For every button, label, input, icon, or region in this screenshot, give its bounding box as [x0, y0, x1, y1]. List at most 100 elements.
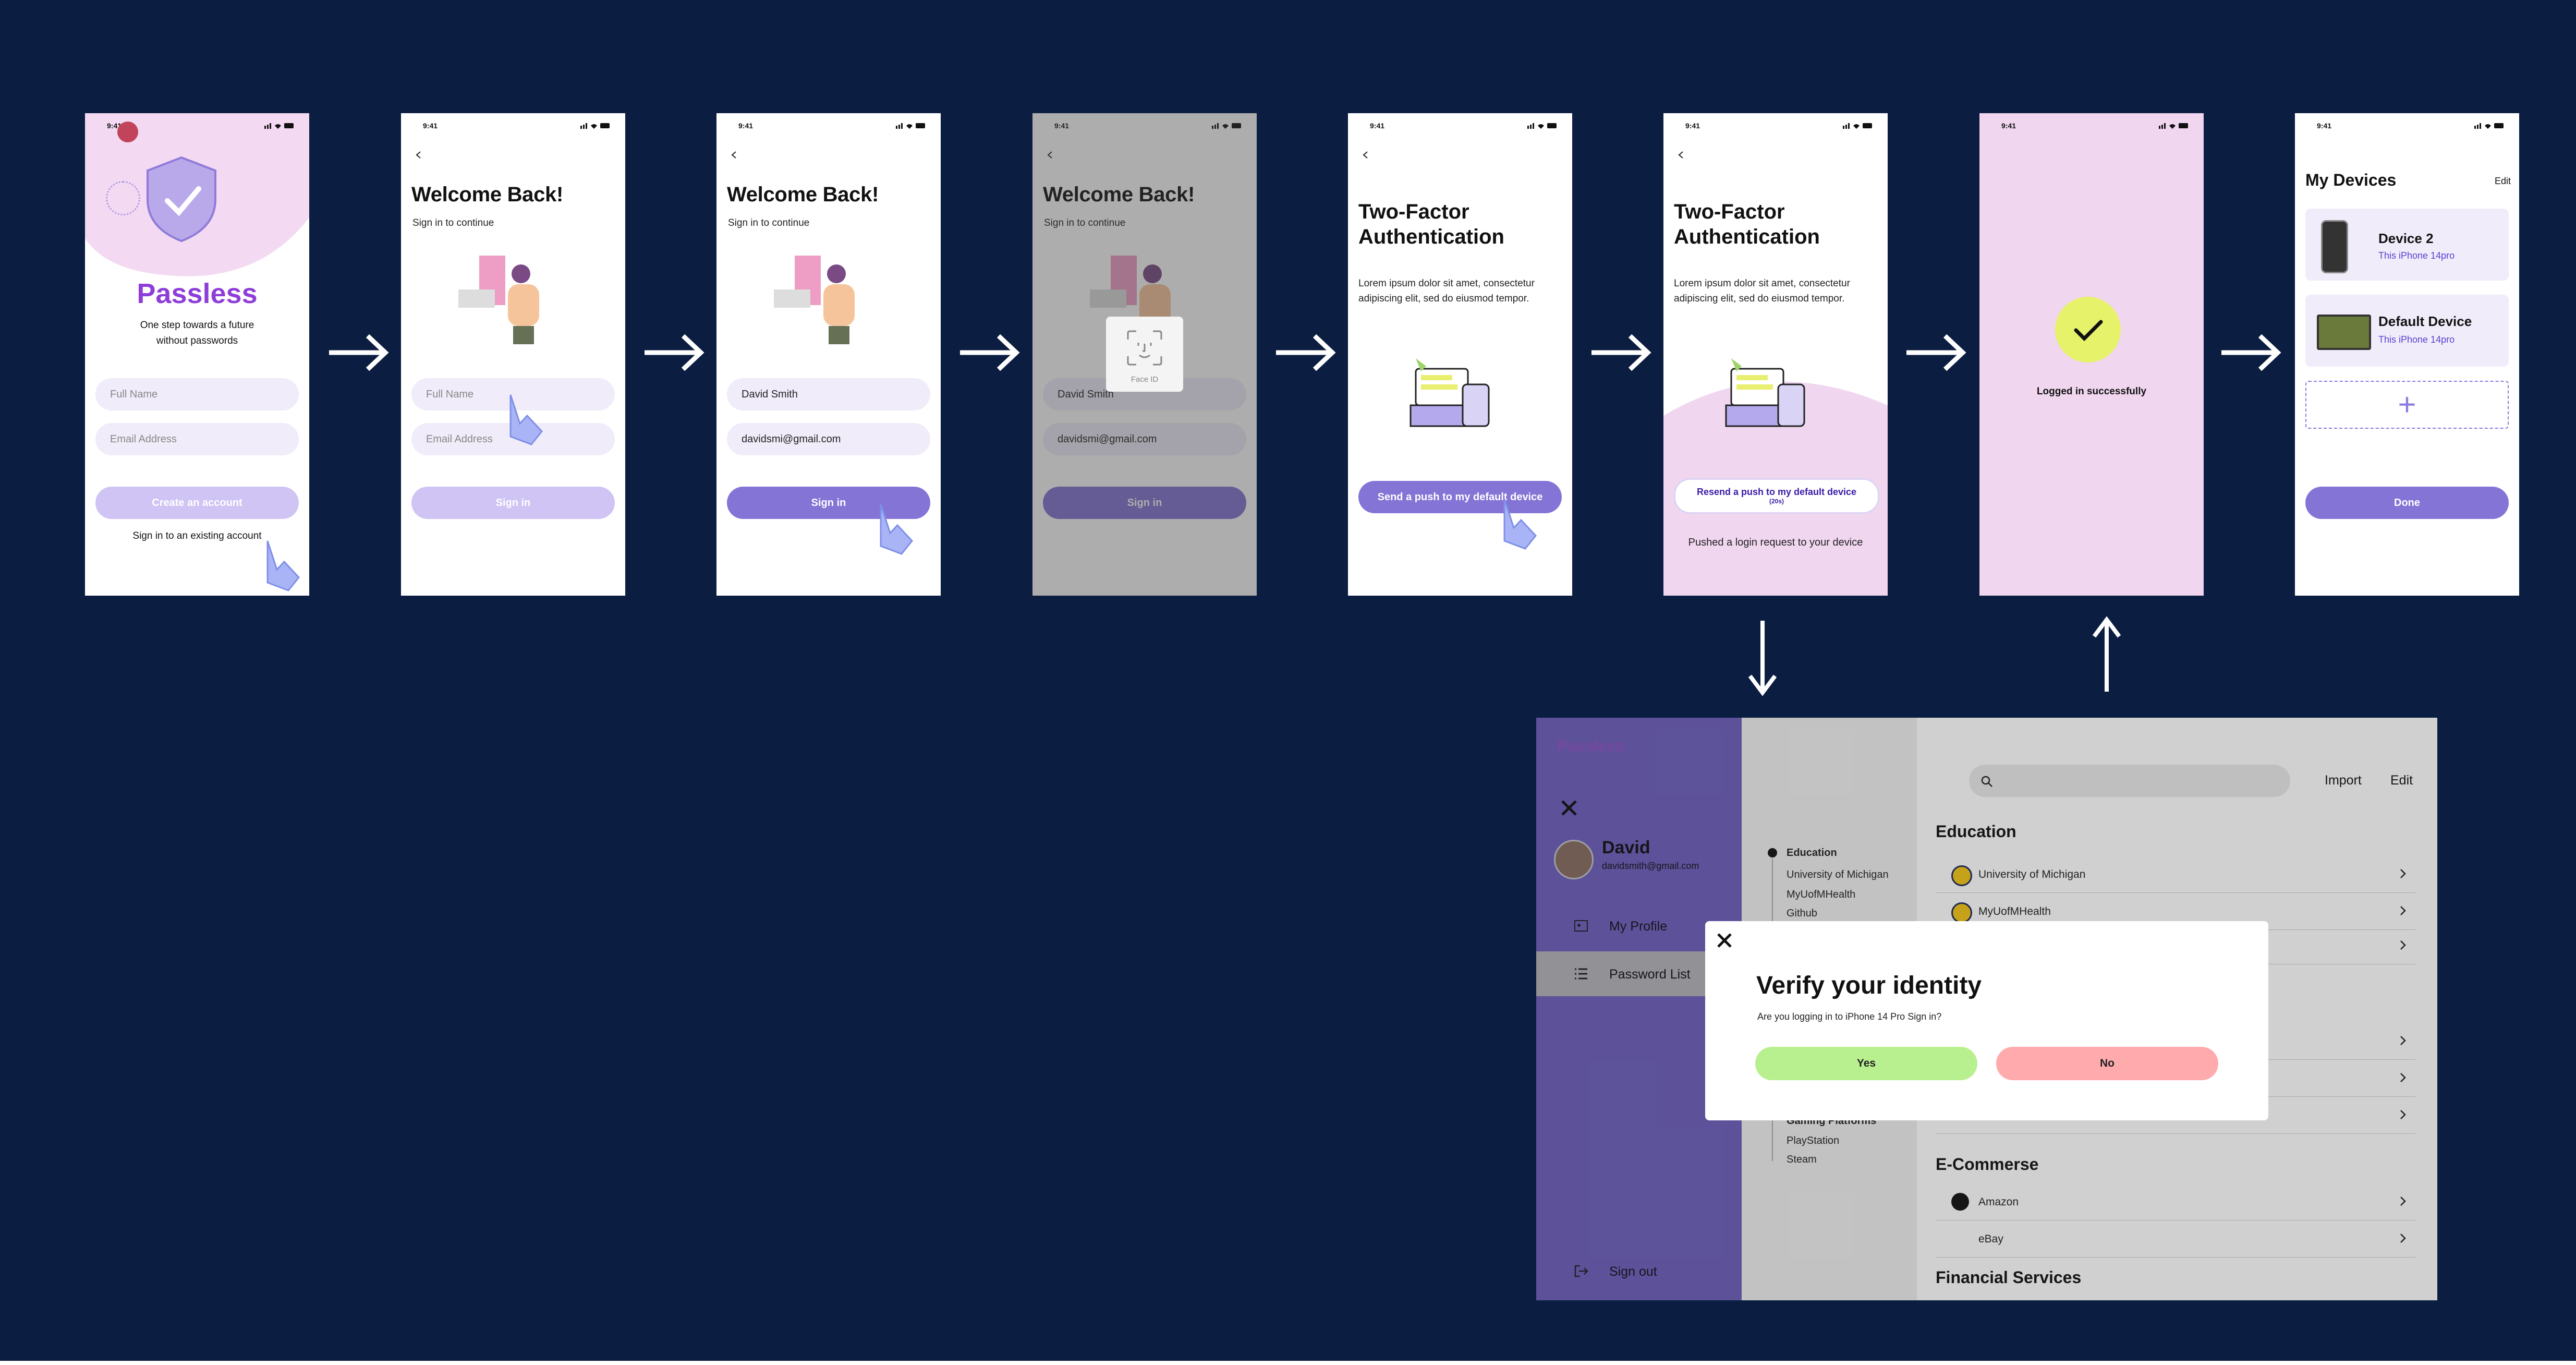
done-button[interactable]: Done: [2305, 487, 2509, 519]
flow-arrow-icon: [1276, 334, 1336, 371]
resend-timer: (20s): [1769, 498, 1784, 505]
faceid-label: Face ID: [1131, 375, 1159, 384]
fullname-placeholder: Full Name: [426, 389, 474, 400]
category-item[interactable]: University of Michigan: [1787, 869, 1889, 880]
search-icon: [1981, 776, 1992, 787]
chevron-right-icon: [2400, 1110, 2406, 1119]
person-illustration: [458, 256, 539, 344]
import-button[interactable]: Import: [2325, 773, 2362, 788]
menu-my-profile[interactable]: My Profile: [1536, 903, 1742, 948]
back-icon[interactable]: [415, 151, 423, 159]
fullname-input[interactable]: David Smith: [1043, 378, 1246, 410]
resend-label: Resend a push to my default device: [1696, 487, 1857, 497]
edit-button[interactable]: Edit: [2390, 773, 2413, 788]
back-icon[interactable]: [1362, 151, 1370, 159]
plus-icon: +: [2398, 387, 2416, 422]
signin-button[interactable]: Sign in: [411, 487, 615, 519]
body-text: Lorem ipsum dolor sit amet, consectetur …: [1674, 278, 1850, 304]
back-icon[interactable]: [1677, 151, 1685, 159]
signin-existing-link[interactable]: Sign in to an existing account: [132, 530, 262, 541]
title-line-1: Two-Factor: [1358, 200, 1469, 223]
list-item[interactable]: eBay: [1936, 1221, 2415, 1258]
laptop-device-image: [2317, 315, 2371, 350]
yes-button[interactable]: Yes: [1755, 1047, 1977, 1080]
create-account-button[interactable]: Create an account: [95, 487, 299, 519]
email-input[interactable]: Email Address: [95, 423, 299, 455]
edit-link[interactable]: Edit: [2494, 176, 2511, 186]
amazon-logo-icon: [1951, 1193, 1969, 1211]
email-input[interactable]: davidsmi@gmail.com: [727, 423, 930, 455]
device-card[interactable]: Device 2 This iPhone 14pro: [2305, 209, 2509, 281]
add-device-button[interactable]: +: [2305, 381, 2509, 429]
flow-arrow-icon: [2221, 334, 2281, 371]
category-item[interactable]: Education: [1787, 847, 1837, 859]
devices-illustration: [1409, 358, 1490, 427]
chevron-right-icon: [2400, 940, 2406, 950]
flow-arrow-up-icon: [2092, 616, 2121, 692]
device-card[interactable]: Default Device This iPhone 14pro: [2305, 295, 2509, 367]
category-item[interactable]: PlayStation: [1787, 1135, 1840, 1146]
chevron-right-icon: [2400, 906, 2406, 915]
signin-button[interactable]: Sign in: [727, 487, 930, 519]
no-button[interactable]: No: [1996, 1047, 2218, 1080]
menu-label: My Profile: [1609, 919, 1668, 934]
item-label: MyUofMHealth: [1978, 905, 2051, 917]
fullname-value: David Smith: [1058, 389, 1114, 400]
list-icon: [1575, 968, 1587, 980]
list-item[interactable]: Amazon: [1936, 1183, 2415, 1221]
faceid-icon: [1127, 330, 1162, 366]
flow-arrow-icon: [960, 334, 1020, 371]
hand-pointer-icon: [509, 394, 543, 445]
category-item[interactable]: MyUofMHealth: [1787, 889, 1856, 900]
body-text: Lorem ipsum dolor sit amet, consectetur …: [1358, 278, 1535, 304]
signin-button[interactable]: Sign in: [1043, 487, 1246, 519]
signal-wifi-battery-icon: [1212, 123, 1241, 129]
page-title: My Devices: [2305, 171, 2397, 189]
signal-wifi-battery-icon: [2474, 123, 2504, 129]
list-item[interactable]: University of Michigan: [1936, 856, 2415, 893]
status-bar: 9:41: [1348, 120, 1572, 131]
email-input[interactable]: davidsmi@gmail.com: [1043, 423, 1246, 455]
resend-push-button[interactable]: Resend a push to my default device (20s): [1674, 478, 1879, 514]
tagline-2: without passwords: [156, 335, 238, 346]
avatar: [1554, 840, 1594, 879]
device-sub: This iPhone 14pro: [2378, 250, 2455, 261]
screen-welcome-empty: 9:41 Welcome Back! Sign in to continue F…: [401, 113, 625, 596]
status-time: 9:41: [1370, 122, 1385, 130]
search-input[interactable]: [1969, 765, 2290, 797]
close-icon[interactable]: [1716, 932, 1733, 949]
category-item[interactable]: Github: [1787, 908, 1817, 919]
faceid-dialog: Face ID: [1106, 317, 1183, 392]
signout-button[interactable]: Sign out: [1536, 1249, 1742, 1294]
modal-question: Are you logging in to iPhone 14 Pro Sign…: [1757, 1011, 1942, 1022]
app-logo: Passless: [137, 278, 258, 309]
screen-success: 9:41 Logged in successfully: [1979, 113, 2204, 596]
send-push-button[interactable]: Send a push to my default device: [1358, 481, 1562, 513]
hand-pointer-icon: [1503, 499, 1537, 550]
phone-device-image: [2321, 220, 2348, 273]
flow-arrow-icon: [645, 334, 704, 371]
status-bar: 9:41: [2295, 120, 2519, 131]
device-name: Default Device: [2378, 313, 2472, 329]
umich-logo-icon: [1951, 865, 1972, 886]
back-icon[interactable]: [730, 151, 738, 159]
status-time: 9:41: [1685, 122, 1700, 130]
page-title: Welcome Back!: [727, 183, 879, 206]
devices-illustration: [1725, 358, 1805, 427]
category-item[interactable]: Steam: [1787, 1154, 1817, 1165]
fullname-input[interactable]: Full Name: [95, 378, 299, 410]
flow-arrow-down-icon: [1748, 621, 1777, 696]
user-name: David: [1602, 838, 1650, 857]
back-icon[interactable]: [1046, 151, 1054, 159]
close-icon[interactable]: [1560, 799, 1578, 817]
item-label: Amazon: [1978, 1196, 2019, 1208]
fullname-input[interactable]: David Smith: [727, 378, 930, 410]
screen-welcome-filled: 9:41 Welcome Back! Sign in to continue D…: [716, 113, 941, 596]
title-line-2: Authentication: [1674, 225, 1820, 248]
fullname-value: David Smith: [742, 389, 798, 400]
list-item[interactable]: [1936, 1097, 2415, 1134]
